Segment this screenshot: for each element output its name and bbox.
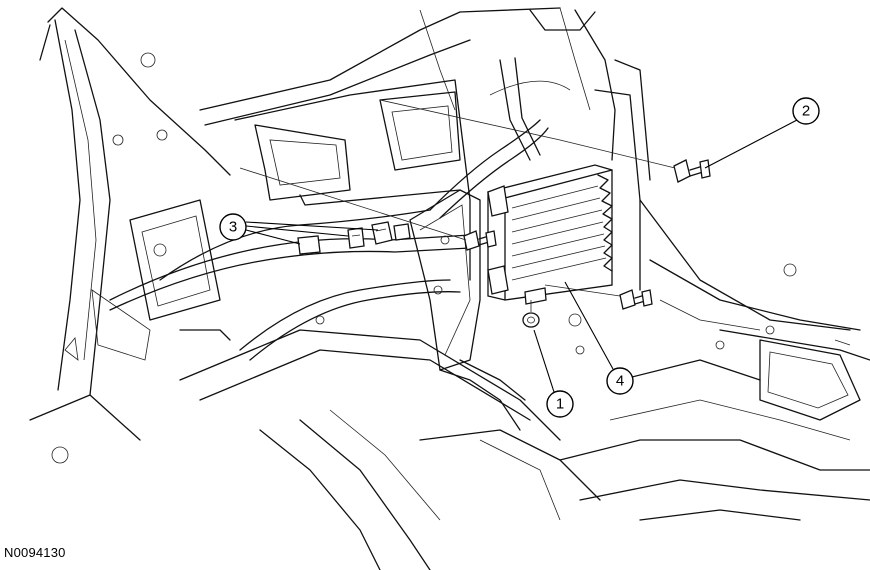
amplifier-bracket — [409, 189, 526, 431]
bolt-middle — [463, 230, 497, 251]
callout-1-label: 1 — [556, 396, 564, 413]
callout-3: 3 — [219, 213, 379, 245]
callout-2-label: 2 — [802, 103, 810, 120]
callouts: 1 2 3 4 — [219, 97, 820, 418]
vehicle-body-structure — [29, 7, 870, 570]
nut — [522, 312, 540, 328]
callout-4: 4 — [564, 281, 634, 395]
figure-id: N0094130 — [4, 545, 66, 560]
callout-3-label: 3 — [229, 219, 237, 236]
amplifier-module — [487, 164, 613, 305]
bolt-lower — [619, 289, 653, 310]
alignment-lines — [239, 99, 676, 312]
bolts — [463, 159, 711, 310]
callout-4-label: 4 — [616, 373, 624, 390]
callout-1: 1 — [533, 329, 574, 418]
electrical-connectors — [297, 221, 411, 255]
bolt-upper — [673, 159, 711, 183]
callout-2: 2 — [704, 97, 820, 169]
